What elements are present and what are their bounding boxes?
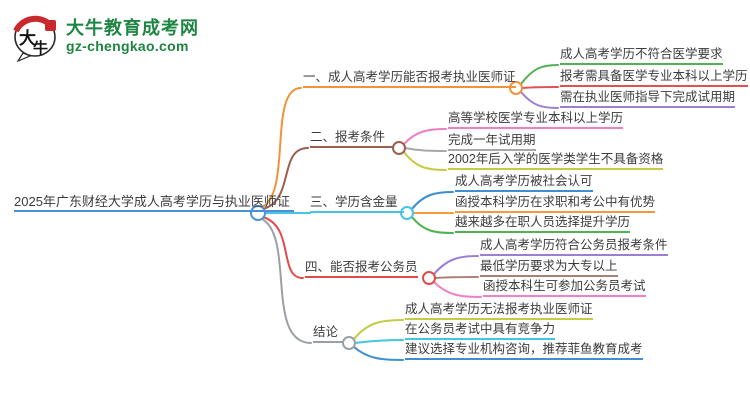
branch2-child1: 高等学校医学专业本科以上学历: [448, 111, 624, 129]
branch5-node-circle: [342, 336, 356, 350]
branch4-child2: 最低学历要求为大专以上: [480, 259, 618, 277]
branch5-child3: 建议选择专业机构咨询，推荐菲鱼教育成考: [405, 342, 643, 360]
branch1-title: 一、成人高考学历能否报考执业医师证: [303, 70, 516, 88]
branch4-child3: 函授本科生可参加公务员考试: [483, 279, 646, 297]
connector-branch1-children: [520, 64, 559, 109]
branch1-child2: 报考需具备医学专业本科以上学历: [560, 69, 748, 87]
branch4-node-circle: [422, 271, 436, 285]
connector-branch4-children: [433, 255, 482, 298]
branch3-title: 三、学历含金量: [310, 195, 404, 213]
branch2-child3: 2002年后入学的医学类学生不具备资格: [448, 152, 664, 170]
branch2-title: 二、报考条件: [310, 130, 394, 148]
branch1-child1: 成人高考学历不符合医学要求: [560, 47, 723, 65]
branch5-child1: 成人高考学历无法报考执业医师证: [405, 302, 593, 320]
branch1-node-circle: [509, 81, 523, 95]
root-topic: 2025年广东财经大学成人高考学历与执业医师证: [14, 194, 294, 212]
connector-branch3-children: [411, 191, 454, 234]
connector-branch5-children: [353, 319, 404, 361]
branch1-child3: 需在执业医师指导下完成试用期: [560, 90, 736, 108]
site-brand-name: 大牛教育成考网: [66, 17, 199, 38]
root-node-circle: [250, 205, 266, 221]
connector-branch2-children: [403, 128, 447, 171]
site-url: gz-chengkao.com: [66, 37, 189, 54]
red-seal-icon: [45, 20, 56, 31]
branch3-child3: 越来越多在职人员选择提升学历: [455, 215, 631, 233]
branch3-child1: 成人高考学历被社会认可: [455, 174, 593, 192]
connector-root-branches: [261, 87, 312, 344]
branch4-child1: 成人高考学历符合公务员报考条件: [480, 238, 668, 256]
daniu-logo-icon: 大 牛: [13, 15, 56, 62]
branch3-child2: 函授本科学历在求职和考公中有优势: [455, 195, 656, 213]
site-logo: 大 牛 大牛教育成考网 gz-chengkao.com: [12, 10, 199, 62]
branch5-title: 结论: [313, 325, 344, 343]
branch5-child2: 在公务员考试中具有竞争力: [405, 322, 556, 340]
branch4-title: 四、能否报考公务员: [305, 260, 418, 278]
logo-char-da: 大: [19, 28, 36, 48]
logo-char-niu: 牛: [33, 39, 48, 57]
branch2-node-circle: [392, 141, 406, 155]
branch2-child2: 完成一年试用期: [448, 133, 536, 151]
branch3-node-circle: [400, 206, 414, 220]
